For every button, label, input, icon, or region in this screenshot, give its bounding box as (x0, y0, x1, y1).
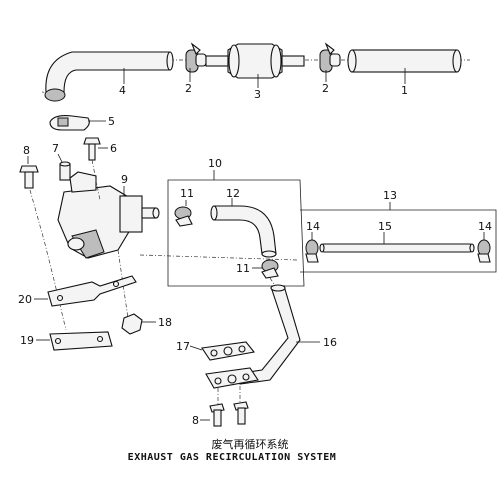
callout-8: 8 (23, 144, 30, 157)
elbow-hose-part-4 (44, 51, 174, 102)
callout-11: 11 (180, 187, 194, 200)
group-box-part-10 (167, 179, 305, 287)
egr-filter-part-3 (205, 43, 305, 79)
callout-13: 13 (383, 189, 397, 202)
egr-pipe-part-16 (235, 284, 301, 385)
straight-hose-part-1 (347, 49, 462, 73)
egr-valve-part-9 (57, 171, 160, 259)
callout-1: 1 (401, 84, 408, 97)
callout-7: 7 (52, 142, 59, 155)
callout-14: 14 (478, 220, 492, 233)
hose-clamp-part-2-left (185, 42, 207, 73)
callout-17: 17 (176, 340, 190, 353)
callout-14: 14 (306, 220, 320, 233)
flange-gasket-part-17-upper (201, 341, 256, 361)
bolt-part-8-upper (19, 165, 39, 189)
callout-11: 11 (236, 262, 250, 275)
gasket-plate-part-19 (49, 331, 113, 351)
hose-clamp-part-11-lower (261, 259, 279, 279)
callout-2: 2 (322, 82, 329, 95)
callout-10: 10 (208, 157, 222, 170)
flange-plate-lower (205, 367, 259, 389)
callout-2: 2 (185, 82, 192, 95)
callout-4: 4 (119, 84, 126, 97)
hose-clamp-part-14-right (477, 239, 491, 263)
callout-3: 3 (254, 88, 261, 101)
callout-20: 20 (18, 293, 32, 306)
hose-clamp-part-11-upper (174, 206, 193, 227)
callout-12: 12 (226, 187, 240, 200)
callout-8: 8 (192, 414, 199, 427)
callout-5: 5 (108, 115, 115, 128)
bent-hose-part-12 (210, 205, 277, 258)
callout-15: 15 (378, 220, 392, 233)
bolts-part-8-lower (209, 401, 249, 427)
callout-9: 9 (121, 173, 128, 186)
title-chinese: 废气再循环系统 (212, 437, 289, 451)
title-english: EXHAUST GAS RECIRCULATION SYSTEM (128, 452, 337, 463)
callout-6: 6 (110, 142, 117, 155)
hose-clamp-part-2-right (319, 42, 341, 73)
callout-18: 18 (158, 316, 172, 329)
nut-part-18 (121, 313, 143, 335)
hose-clamp-part-14-left (305, 239, 319, 263)
bolt-part-6 (83, 137, 101, 161)
bracket-part-20 (47, 275, 137, 307)
fitting-part-7 (59, 161, 71, 181)
pipe-part-15 (319, 243, 475, 253)
group-box-part-13 (300, 209, 497, 273)
callout-16: 16 (323, 336, 337, 349)
clamp-ring-part-5 (49, 115, 90, 131)
callout-19: 19 (20, 334, 34, 347)
